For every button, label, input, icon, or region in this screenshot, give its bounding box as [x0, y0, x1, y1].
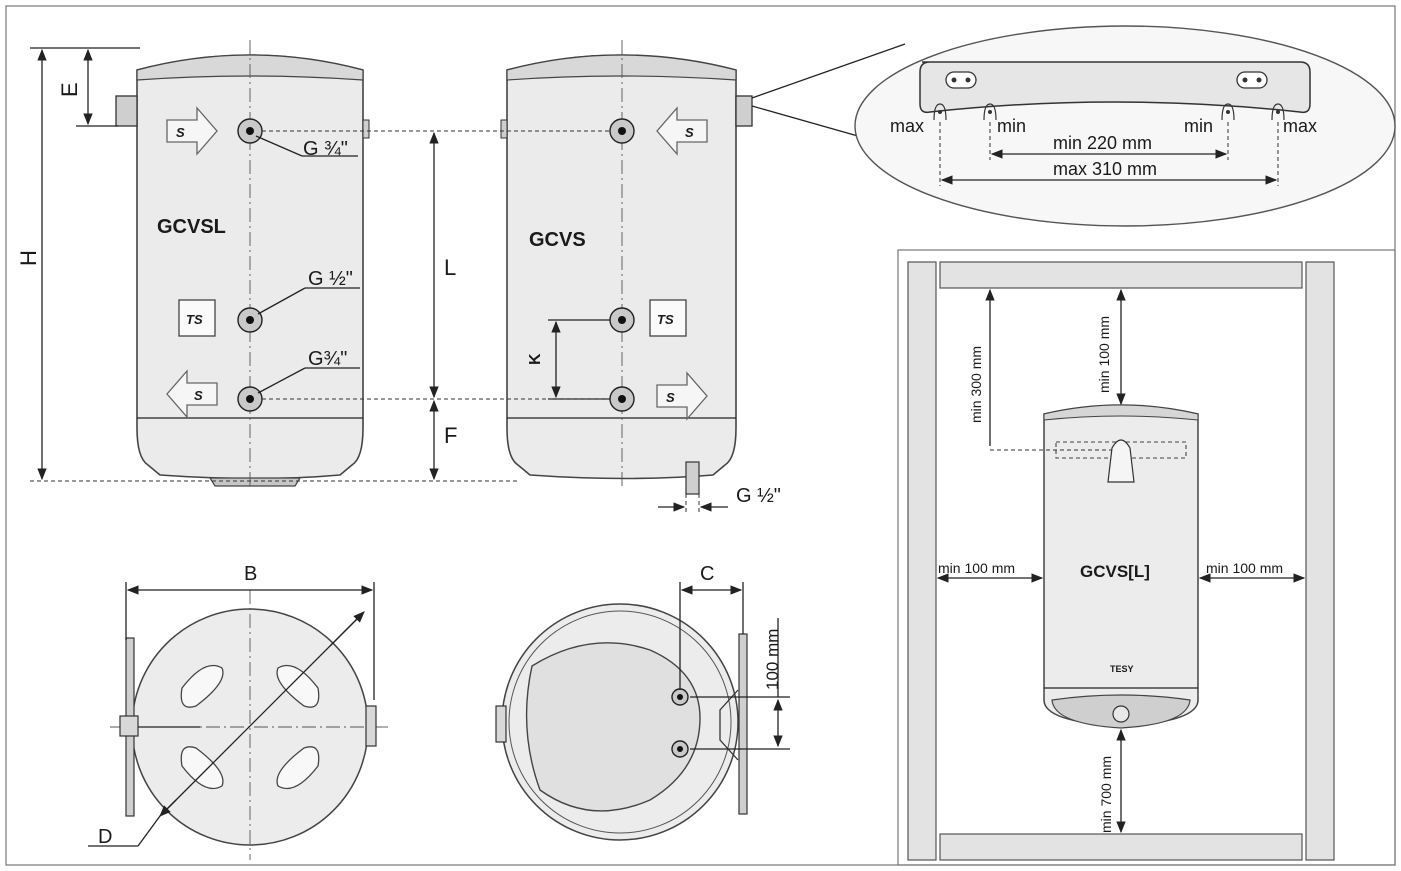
label-min-distance: min 220 mm [1053, 133, 1152, 153]
gcvsl-right-fitting [362, 119, 370, 139]
callout-line-bottom [751, 105, 873, 141]
dim-h-label: H [16, 250, 41, 266]
label-max-right: max [1283, 116, 1317, 136]
pipe-mid-label: G ½" [308, 268, 353, 290]
pipe-port-top-view-1 [671, 688, 689, 706]
screw-max-left [933, 103, 947, 121]
installation-frame [897, 249, 1396, 866]
wall-bracket [919, 61, 1311, 114]
model-label-gcvsl: GCVSL [157, 216, 226, 238]
heater-brand-logo: TESY [1110, 664, 1134, 674]
bracket-slot-right [1236, 71, 1268, 89]
sensor-label: TS [657, 312, 674, 327]
gcvsl-side-view: S S TS GCVSL G ¾" G ½" G¾" [115, 40, 370, 490]
model-label-gcvs: GCVS [529, 229, 586, 251]
gcvs-sensor-box [649, 299, 687, 337]
wall-left [907, 261, 937, 861]
heater-top-cap [1043, 404, 1199, 421]
dim-c-label: C [700, 563, 714, 585]
gcvsl-port-top [237, 118, 263, 144]
d-leader [137, 815, 161, 847]
gcvs-port-top [609, 118, 635, 144]
heater-hanger [1107, 439, 1135, 483]
callout-line-top [751, 43, 906, 99]
arrow-s-label: S [685, 125, 694, 140]
gcvs-side-fitting [735, 95, 753, 127]
bracket-slot-left [945, 71, 977, 89]
gcvs-top-cap [506, 54, 737, 81]
dim-e-label: E [57, 82, 82, 97]
dim-d-label: D [98, 826, 112, 848]
top-opening [180, 664, 320, 790]
dim-b-label: B [244, 563, 257, 585]
gcvsl-port-bottom [237, 386, 263, 412]
pipe-top-leader [255, 135, 303, 157]
mount-plate-right [738, 633, 748, 815]
dim-l-label: L [444, 255, 456, 280]
label-min-right: min [1184, 116, 1213, 136]
arrow-s-label: S [666, 390, 675, 405]
gcvsl-port-mid [237, 307, 263, 333]
d-arrow-bottom [159, 799, 177, 817]
spacing-label: 100 mm [763, 629, 782, 690]
mount-bracket-right [719, 689, 739, 761]
sensor-label: TS [186, 312, 203, 327]
gcvs-port-bottom [609, 386, 635, 412]
gcvsl-side-fitting [115, 95, 138, 127]
pipe-bottom-leader [257, 367, 306, 394]
gcvsl-sensor-box [178, 299, 216, 337]
label-right-clearance: min 100 mm [1206, 560, 1283, 576]
gcvsl-inlet-arrow: S [166, 106, 218, 156]
d-arrow-top [329, 611, 365, 647]
label-max-left: max [890, 116, 924, 136]
wall-right [1305, 261, 1335, 861]
gcvs-outlet-arrow: S [656, 371, 708, 421]
arrow-s-label: S [176, 125, 185, 140]
gcvs-drain-pipe [685, 461, 700, 495]
inner-dome [525, 642, 701, 812]
screw-min-left [983, 103, 997, 121]
gcvs-side-view: G ½" S S TS GCVS K [500, 40, 781, 512]
label-max-distance: max 310 mm [1053, 159, 1157, 179]
label-top-clearance: min 100 mm [1096, 316, 1112, 393]
side-fitting-top-view-left [365, 705, 377, 747]
tank-inner-ring [508, 610, 732, 834]
label-min-left: min [997, 116, 1026, 136]
drain-label: G ½" [736, 485, 781, 507]
floor [939, 833, 1303, 861]
ceiling [939, 261, 1303, 289]
heater-thermostat-knob [1112, 705, 1130, 723]
screw-min-right [1221, 103, 1235, 121]
label-bottom-clearance: min 700 mm [1098, 756, 1114, 833]
pipe-top-label: G ¾" [303, 138, 348, 160]
bracket-detail: max min min max min 220 mm max 310 mm [751, 25, 1396, 227]
d-diameter-line [161, 613, 363, 815]
screw-max-right [1271, 103, 1285, 121]
mount-hook-left [119, 715, 139, 737]
label-left-clearance: min 100 mm [938, 560, 1015, 576]
gcvs-inlet-arrow: S [656, 106, 708, 156]
top-view-right: C 100 mm [495, 563, 790, 841]
pipe-mid-leader [257, 287, 306, 315]
gcvs-port-mid [609, 307, 635, 333]
dim-f-label: F [444, 423, 457, 448]
installation-clearance: TESY GCVS[L] min 100 mm min 300 mm min 1… [897, 249, 1396, 866]
top-view-left: B D [88, 563, 390, 860]
gcvs-left-fitting [500, 119, 508, 139]
pipe-bottom-label: G¾" [308, 348, 347, 370]
label-bracket-clearance: min 300 mm [968, 346, 984, 423]
installation-model-label: GCVS[L] [1080, 562, 1150, 581]
pipe-port-top-view-2 [671, 740, 689, 758]
dim-k-label: K [527, 353, 544, 365]
arrow-s-label: S [194, 388, 203, 403]
gcvsl-outlet-arrow: S [166, 369, 218, 419]
side-fitting-top-view-right [495, 705, 507, 743]
gcvsl-base [208, 477, 302, 487]
